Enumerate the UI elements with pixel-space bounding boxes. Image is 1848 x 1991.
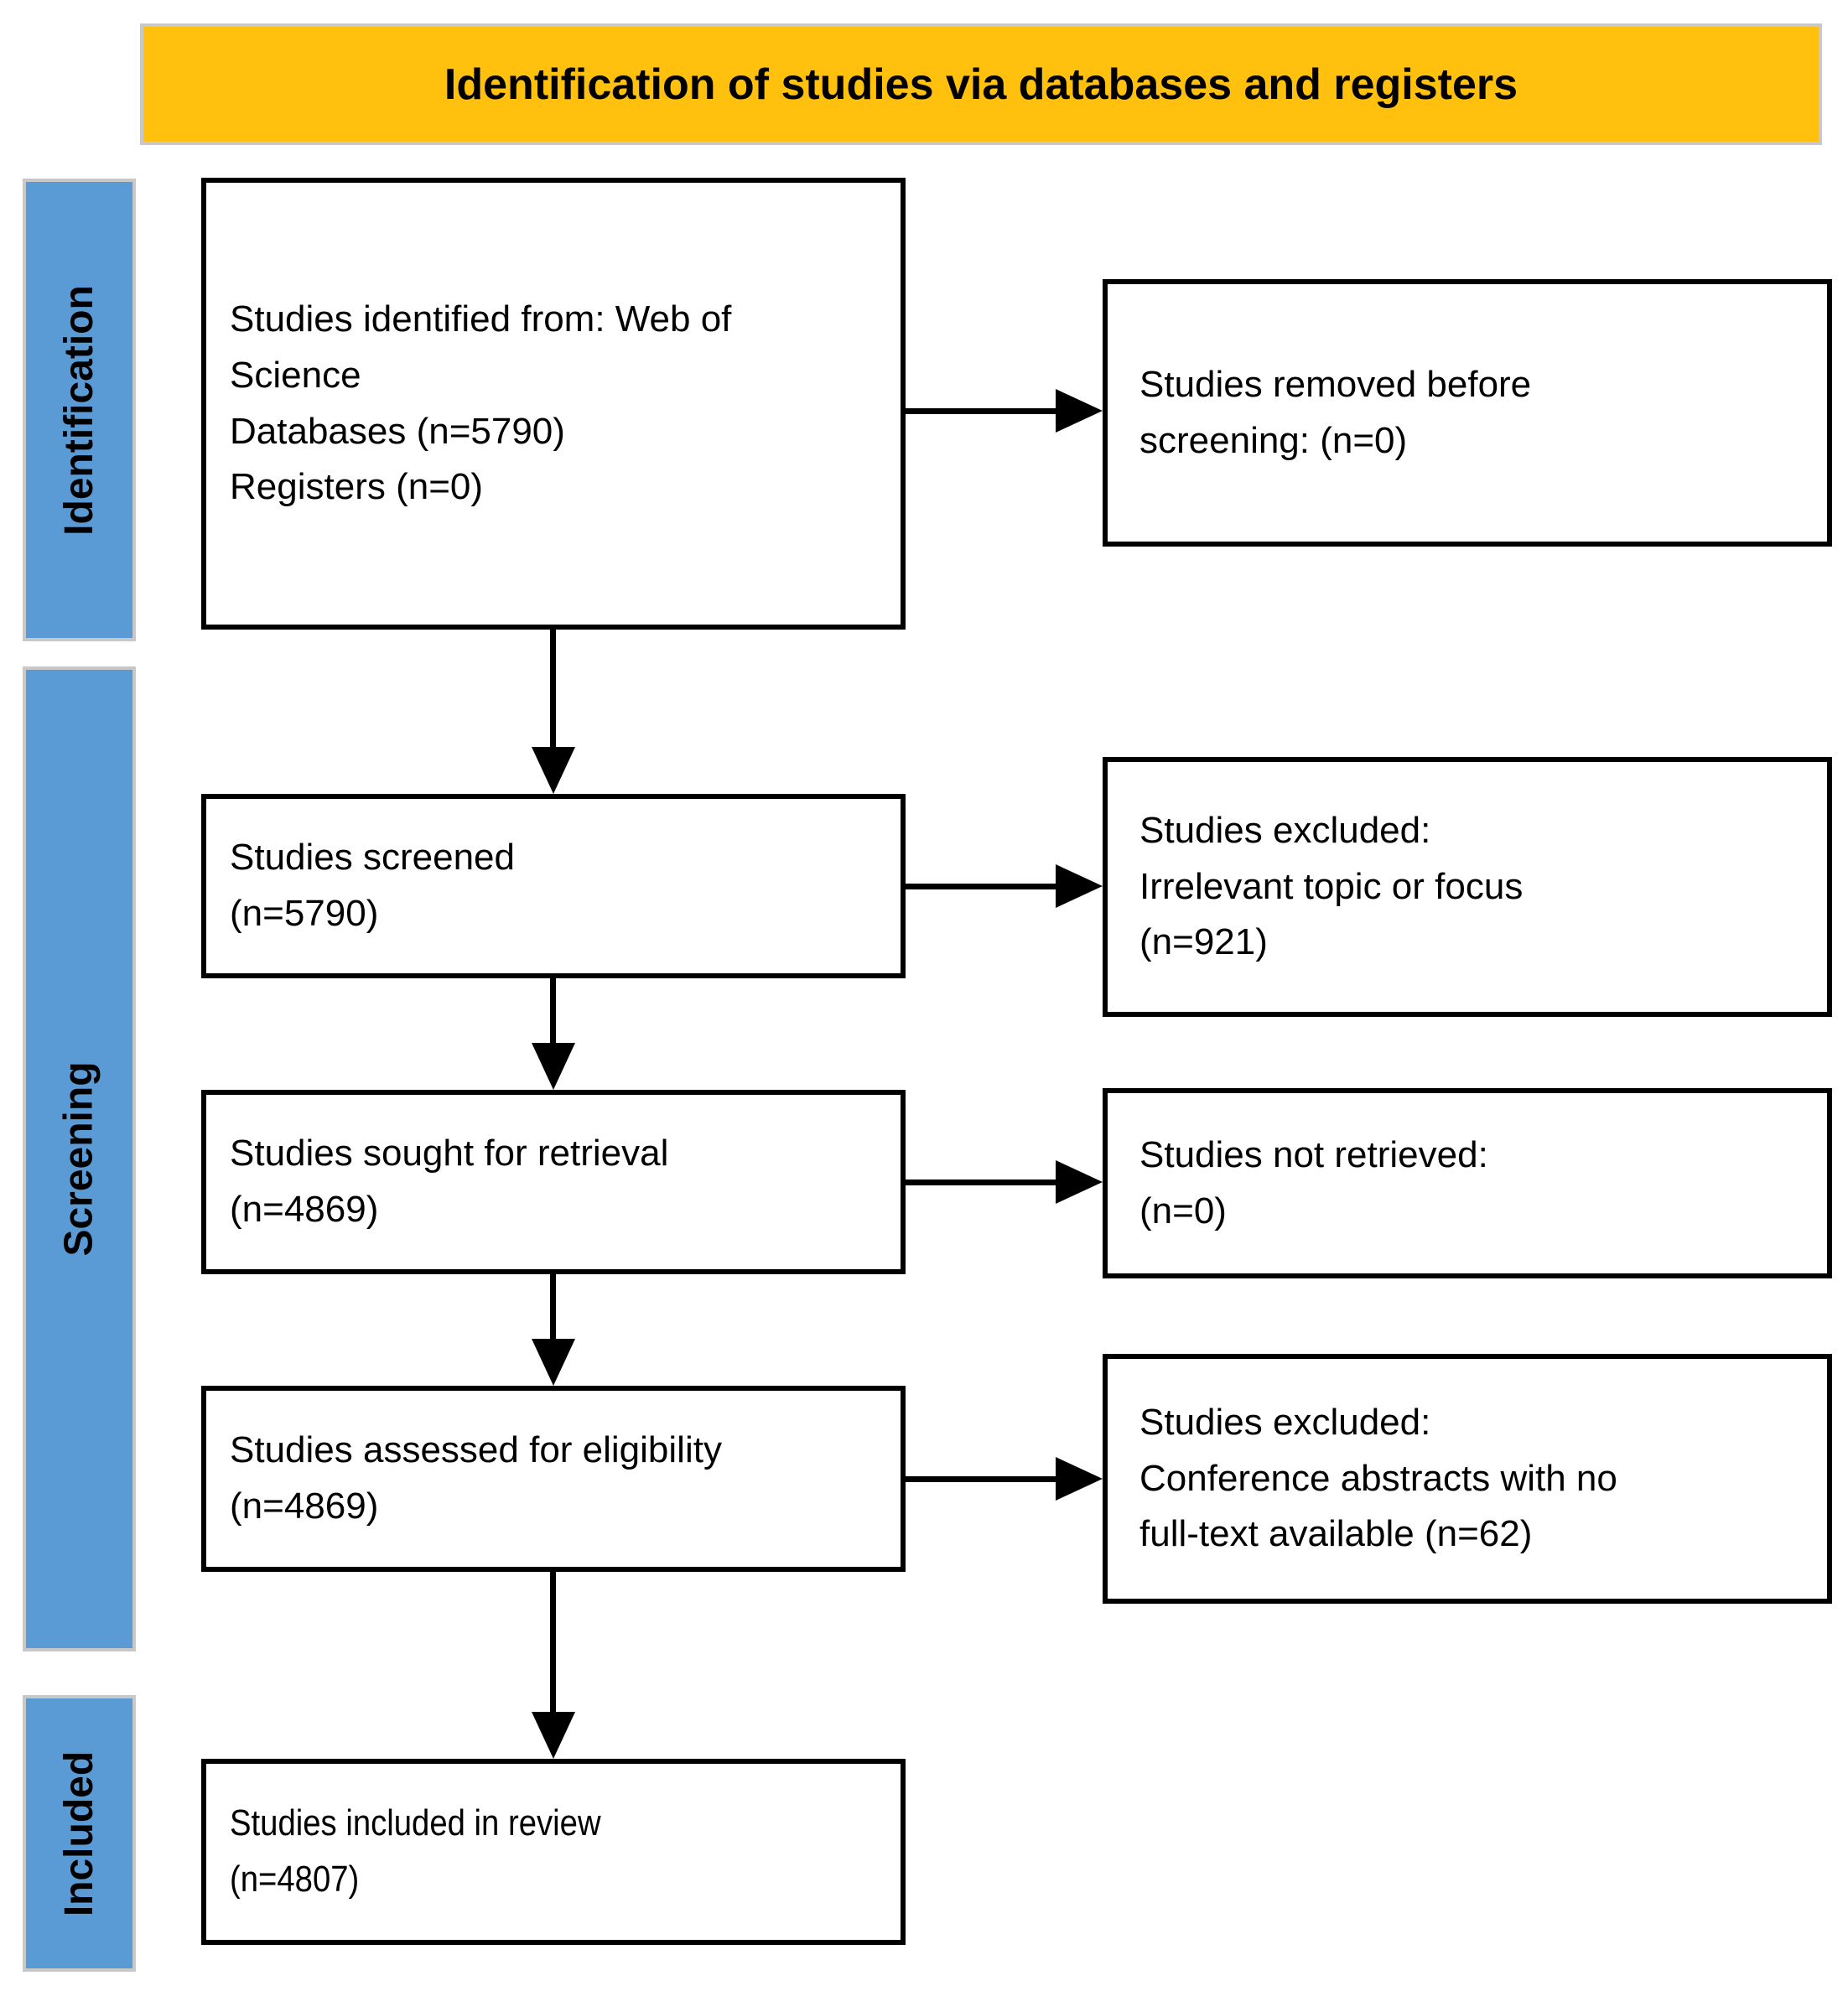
box-line: Conference abstracts with no: [1139, 1457, 1617, 1499]
box-line: Registers (n=0): [230, 466, 484, 508]
box-studies-not-retrieved: Studies not retrieved: (n=0): [1103, 1088, 1832, 1278]
box-line: Studies assessed for eligibility: [230, 1429, 722, 1471]
box-studies-sought: Studies sought for retrieval (n=4869): [201, 1090, 906, 1274]
arrow-down-head-icon: [532, 1712, 575, 1759]
box-line: Science: [230, 354, 361, 396]
box-line: (n=4869): [230, 1485, 379, 1527]
box-line: (n=5790): [230, 893, 379, 934]
box-text: Studies assessed for eligibility (n=4869…: [230, 1423, 884, 1535]
stage-label-identification: Identification: [57, 284, 102, 536]
arrow-down-1-line: [550, 630, 556, 747]
box-text: Studies included in review (n=4807): [230, 1796, 799, 1908]
box-studies-screened: Studies screened (n=5790): [201, 794, 906, 978]
box-text: Studies screened (n=5790): [230, 830, 884, 942]
box-text: Studies not retrieved: (n=0): [1139, 1128, 1810, 1240]
box-line: Databases (n=5790): [230, 410, 565, 452]
box-line: (n=921): [1139, 921, 1268, 963]
box-text: Studies excluded: Irrelevant topic or fo…: [1139, 803, 1810, 972]
arrow-right-head-icon: [1056, 389, 1103, 433]
box-text: Studies identified from: Web of Science …: [230, 292, 884, 516]
box-line: Studies screened: [230, 837, 515, 879]
box-line: (n=0): [1139, 1190, 1227, 1231]
arrow-right-2-line: [906, 884, 1056, 889]
box-line: Studies removed before: [1139, 363, 1532, 405]
banner-title: Identification of studies via databases …: [444, 60, 1518, 109]
box-text: Studies removed before screening: (n=0): [1139, 357, 1810, 469]
box-studies-assessed: Studies assessed for eligibility (n=4869…: [201, 1386, 906, 1572]
arrow-right-head-icon: [1056, 1457, 1103, 1501]
box-line: Studies included in review: [230, 1802, 601, 1844]
banner: Identification of studies via databases …: [140, 23, 1822, 145]
box-line: full-text available (n=62): [1139, 1513, 1533, 1555]
arrow-down-head-icon: [532, 1339, 575, 1386]
box-studies-removed: Studies removed before screening: (n=0): [1103, 279, 1832, 547]
box-studies-excluded-eligibility: Studies excluded: Conference abstracts w…: [1103, 1354, 1832, 1604]
arrow-down-3-line: [550, 1274, 556, 1339]
box-studies-excluded-screening: Studies excluded: Irrelevant topic or fo…: [1103, 757, 1832, 1017]
stage-bar-included: Included: [23, 1695, 136, 1972]
stage-bar-identification: Identification: [23, 179, 136, 641]
box-line: Studies excluded:: [1139, 809, 1431, 851]
arrow-right-head-icon: [1056, 864, 1103, 908]
box-studies-identified: Studies identified from: Web of Science …: [201, 178, 906, 630]
arrow-down-4-line: [550, 1572, 556, 1712]
arrow-right-1-line: [906, 408, 1056, 414]
box-line: Studies sought for retrieval: [230, 1133, 669, 1174]
arrow-down-2-line: [550, 978, 556, 1043]
box-line: (n=4807): [230, 1859, 360, 1900]
arrow-down-head-icon: [532, 1043, 575, 1090]
box-line: Studies excluded:: [1139, 1401, 1431, 1443]
box-line: (n=4869): [230, 1189, 379, 1230]
arrow-right-4-line: [906, 1476, 1056, 1482]
box-line: Studies not retrieved:: [1139, 1133, 1488, 1175]
box-line: screening: (n=0): [1139, 419, 1408, 461]
box-line: Irrelevant topic or focus: [1139, 865, 1524, 907]
box-text: Studies sought for retrieval (n=4869): [230, 1126, 884, 1238]
arrow-down-head-icon: [532, 747, 575, 794]
stage-label-screening: Screening: [57, 1061, 102, 1257]
box-studies-included: Studies included in review (n=4807): [201, 1759, 906, 1945]
stage-label-included: Included: [57, 1750, 101, 1916]
box-line: Studies identified from: Web of: [230, 298, 732, 340]
stage-bar-screening: Screening: [23, 666, 136, 1651]
arrow-right-head-icon: [1056, 1160, 1103, 1204]
box-text: Studies excluded: Conference abstracts w…: [1139, 1395, 1810, 1563]
arrow-right-3-line: [906, 1180, 1056, 1185]
